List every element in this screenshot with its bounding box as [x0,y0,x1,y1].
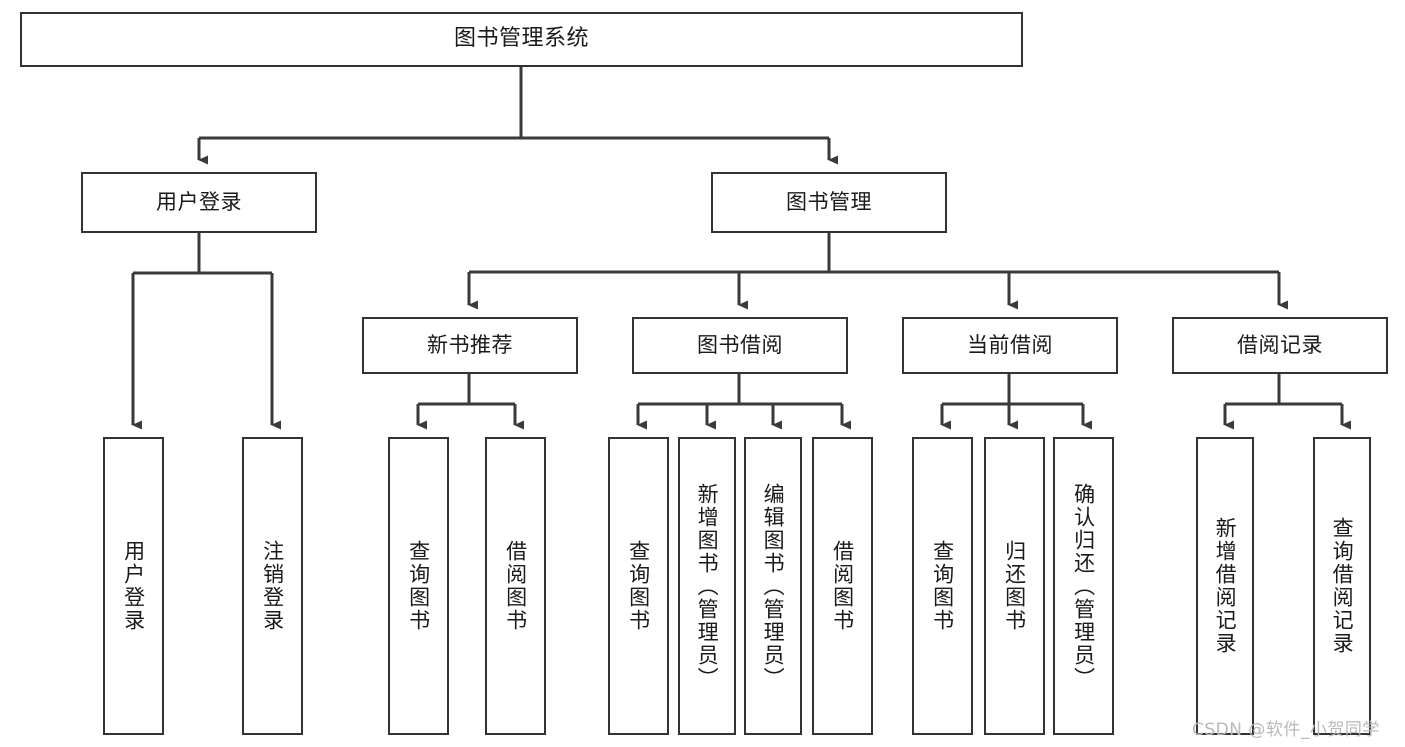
leaf-confirm-return-admin[interactable]: 确认归还（管理员） [1053,437,1114,735]
node-label: 查询图书 [626,540,651,632]
node-label: 查询图书 [406,540,431,632]
node-label: 图书借阅 [697,332,783,357]
node-current-borrow[interactable]: 当前借阅 [902,317,1118,374]
leaf-user-login[interactable]: 用户登录 [103,437,164,735]
node-label: 借阅图书 [503,540,528,632]
node-label: 注销登录 [260,540,285,632]
node-new-book-recommend[interactable]: 新书推荐 [362,317,578,374]
node-label: 当前借阅 [967,332,1053,357]
node-book-management-system[interactable]: 图书管理系统 [20,12,1023,67]
csdn-watermark: CSDN @软件_小贺同学 [1192,720,1380,740]
node-label: 图书管理系统 [453,26,589,52]
node-label: 借阅图书 [830,540,855,632]
node-label: 新书推荐 [427,332,513,357]
node-label: 新增图书（管理员） [695,482,720,690]
leaf-logout-login[interactable]: 注销登录 [242,437,303,735]
node-borrow-record[interactable]: 借阅记录 [1172,317,1388,374]
leaf-borrow-book-recommend[interactable]: 借阅图书 [485,437,546,735]
node-label: 图书管理 [786,189,872,214]
node-label: 编辑图书（管理员） [761,482,786,690]
leaf-query-book-recommend[interactable]: 查询图书 [388,437,449,735]
node-label: 查询图书 [930,540,955,632]
node-label: 新增借阅记录 [1213,517,1238,655]
node-user-login[interactable]: 用户登录 [81,172,317,233]
node-label: 归还图书 [1002,540,1027,632]
node-label: 确认归还（管理员） [1071,482,1096,690]
leaf-add-borrow-record[interactable]: 新增借阅记录 [1196,437,1254,735]
leaf-query-book-borrow[interactable]: 查询图书 [608,437,669,735]
node-label: 借阅记录 [1237,332,1323,357]
node-book-borrow[interactable]: 图书借阅 [632,317,848,374]
node-book-manage[interactable]: 图书管理 [711,172,947,233]
node-label: 用户登录 [156,189,242,214]
leaf-query-book-current[interactable]: 查询图书 [912,437,973,735]
leaf-borrow-book[interactable]: 借阅图书 [812,437,873,735]
leaf-add-book-admin[interactable]: 新增图书（管理员） [678,437,736,735]
node-label: 查询借阅记录 [1330,517,1355,655]
leaf-edit-book-admin[interactable]: 编辑图书（管理员） [744,437,802,735]
leaf-return-book[interactable]: 归还图书 [984,437,1045,735]
node-label: 用户登录 [121,540,146,632]
leaf-query-borrow-record[interactable]: 查询借阅记录 [1313,437,1371,735]
